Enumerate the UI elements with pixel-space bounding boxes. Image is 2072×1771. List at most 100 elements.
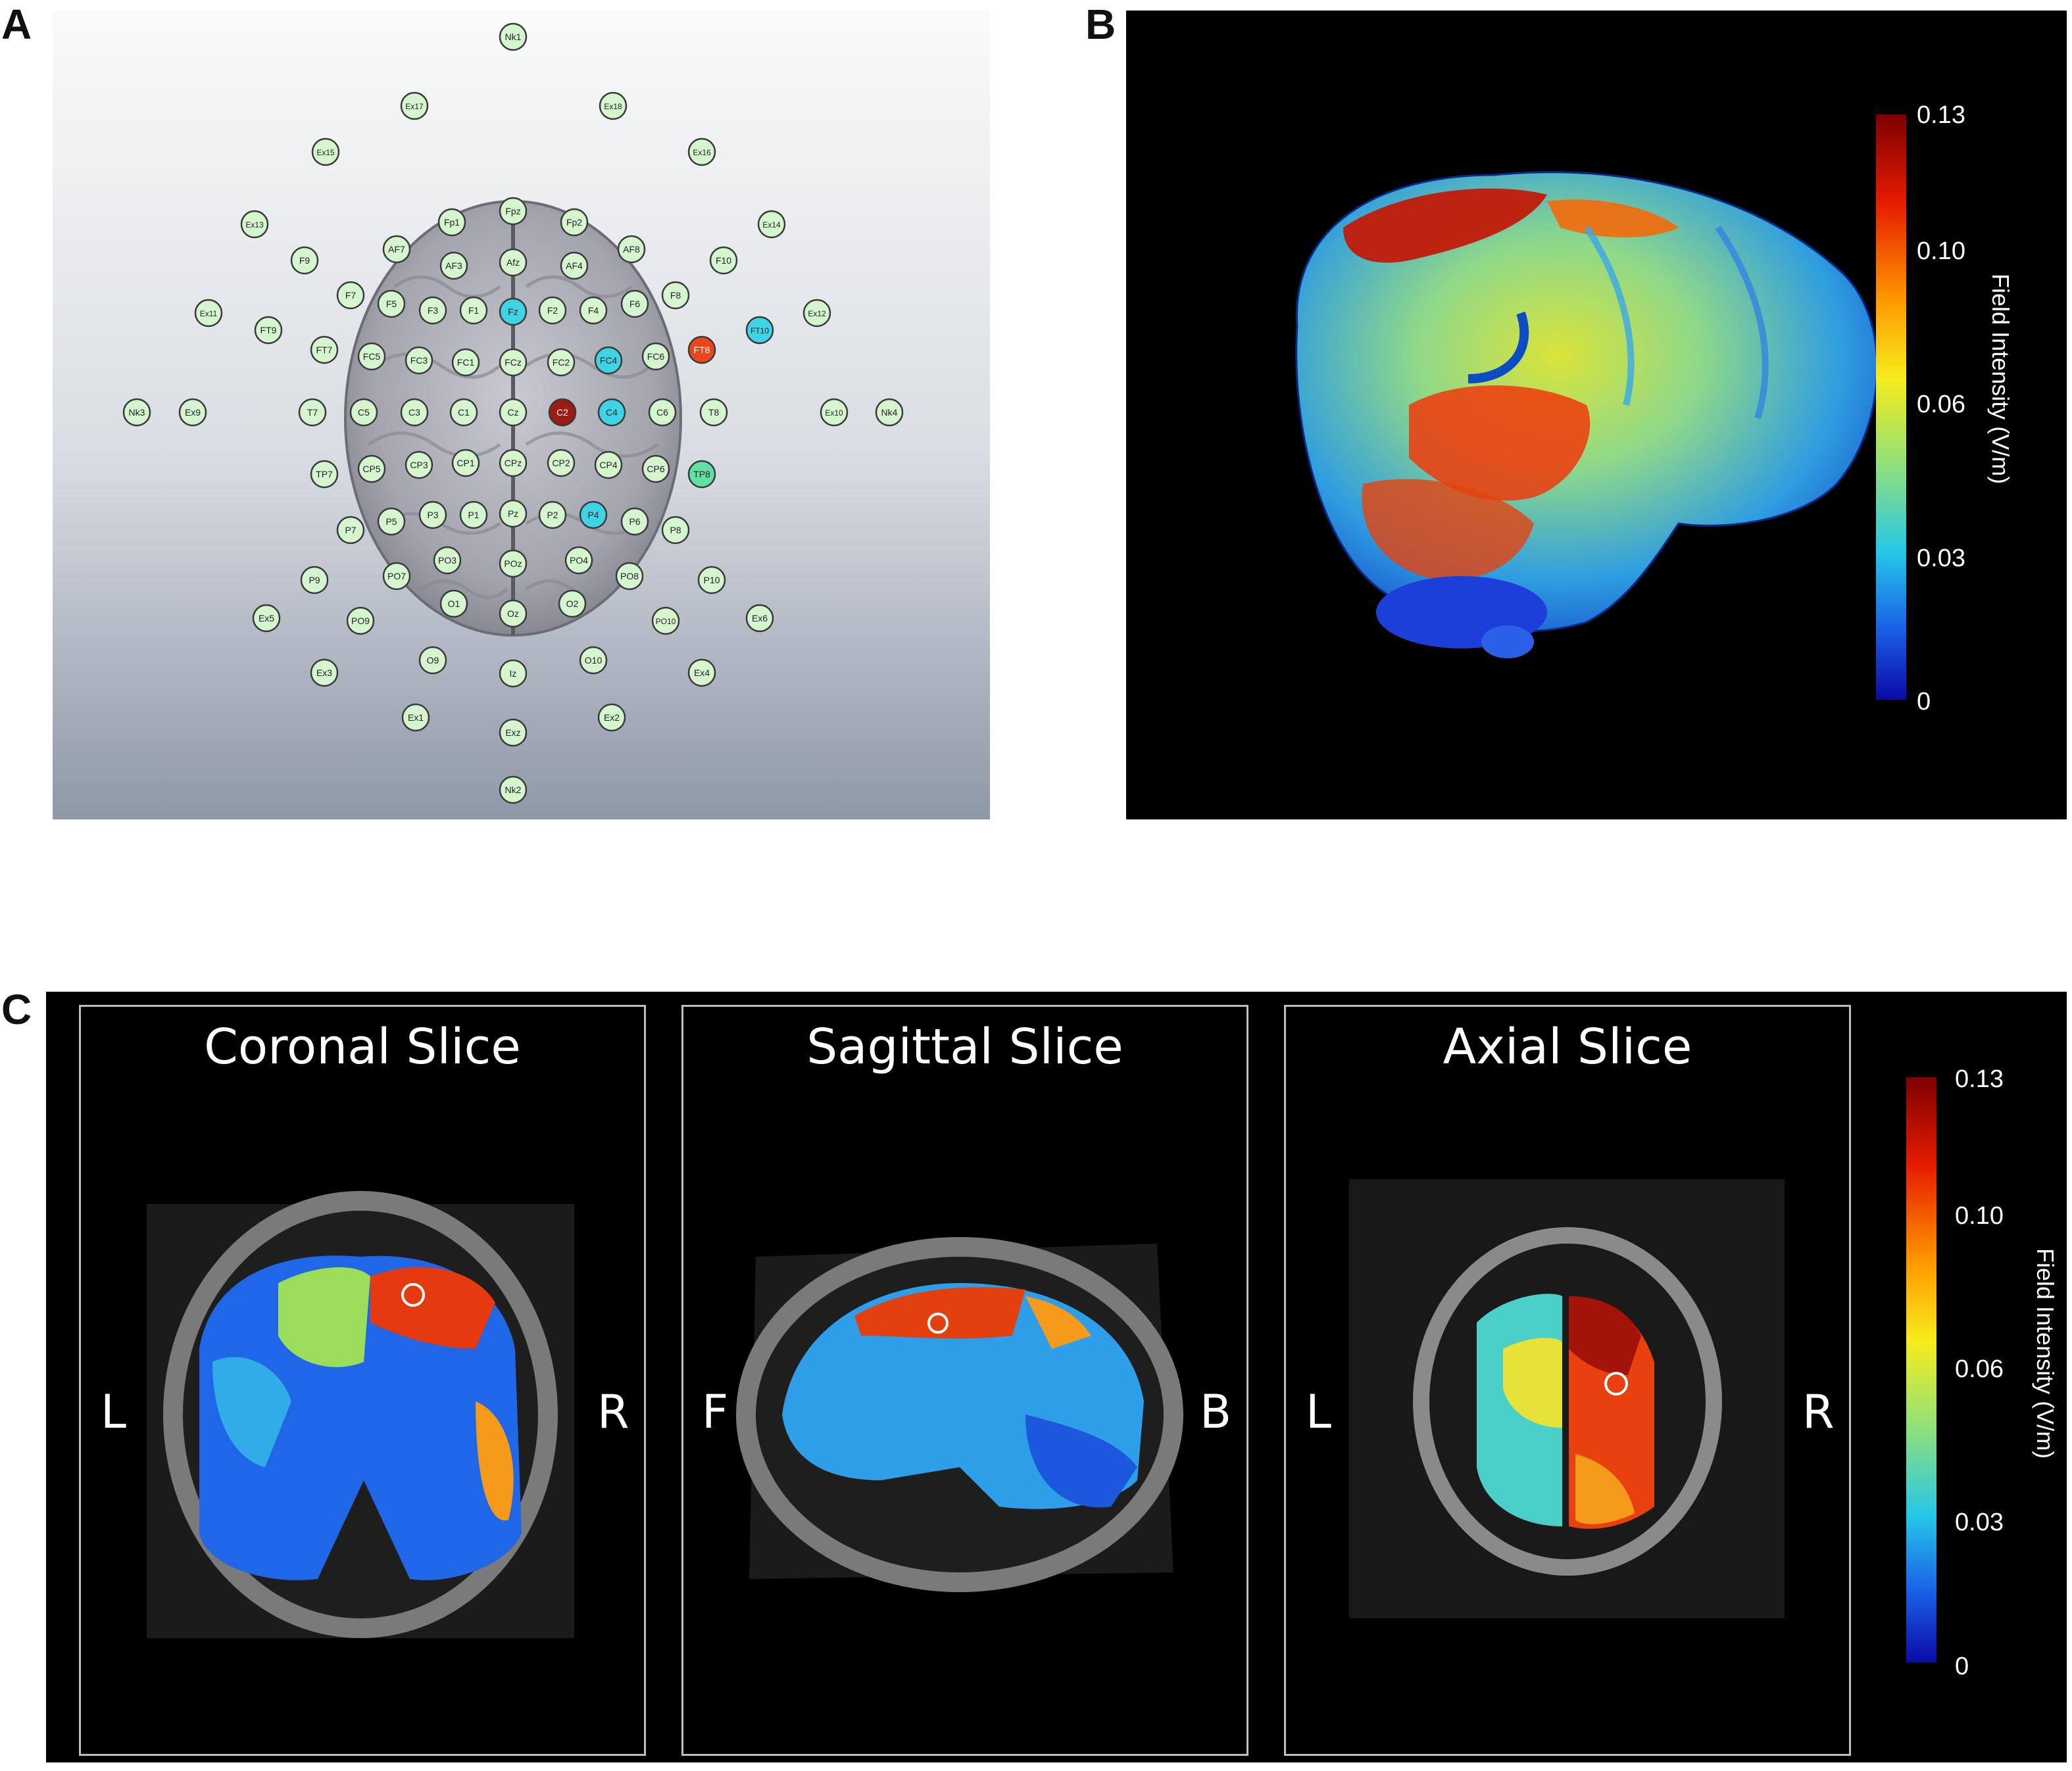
electrode-label: F9 (299, 255, 310, 266)
electrode-label: C1 (458, 407, 470, 418)
electrode-ex13: Ex13 (240, 210, 269, 239)
electrode-label: T8 (708, 407, 720, 418)
electrode-f3: F3 (418, 296, 447, 325)
electrode-p3: P3 (418, 500, 447, 529)
field-map-3d-panel: 0.13 0.10 0.06 0.03 0 Field Intensity (V… (1126, 11, 2067, 819)
electrode-label: Nk1 (505, 32, 522, 42)
electrode-af3: AF3 (439, 251, 468, 280)
electrode-nk4: Nk4 (875, 398, 904, 427)
electrode-ex16: Ex16 (687, 137, 716, 166)
mri-slices-panel: Coronal Slice L R Sagittal Slice F B (46, 992, 2067, 1762)
electrode-label: FT9 (260, 325, 277, 335)
electrode-cp6: CP6 (641, 454, 670, 483)
electrode-cp3: CP3 (405, 450, 433, 479)
electrode-p2: P2 (538, 500, 567, 529)
electrode-label: CP6 (647, 464, 664, 474)
electrode-cp2: CP2 (547, 449, 576, 477)
electrode-fc6: FC6 (641, 342, 670, 371)
electrode-p1: P1 (459, 500, 488, 529)
electrode-p4: P4 (579, 500, 608, 529)
electrode-label: Exz (505, 727, 520, 738)
electrode-label: C6 (656, 407, 668, 418)
electrode-ex9: Ex9 (178, 398, 207, 427)
electrode-label: P9 (308, 575, 320, 585)
electrode-ft8: FT8 (687, 335, 716, 364)
electrode-po7: PO7 (382, 562, 411, 591)
electrode-label: P8 (670, 525, 681, 535)
electrode-label: O9 (427, 655, 439, 666)
panel-b-letter: B (1085, 1, 1116, 48)
electrode-fc5: FC5 (357, 342, 386, 371)
electrode-label: FC3 (410, 355, 428, 366)
electrode-label: FCz (505, 357, 522, 368)
electrode-label: CP5 (362, 464, 380, 474)
electrode-oz: Oz (499, 599, 528, 628)
electrode-cp4: CP4 (594, 450, 623, 479)
electrode-label: F5 (386, 299, 397, 309)
electrode-label: Ex3 (316, 667, 332, 678)
electrode-label: P1 (468, 510, 479, 520)
electrode-ex17: Ex17 (400, 91, 429, 120)
electrode-ex5: Ex5 (252, 604, 281, 633)
electrode-label: TP8 (693, 469, 710, 479)
electrode-label: PO10 (656, 617, 676, 626)
electrode-iz: Iz (499, 659, 528, 688)
electrode-label: F3 (428, 305, 439, 316)
electrode-label: Ex12 (808, 309, 826, 318)
electrode-fp1: Fp1 (437, 208, 466, 237)
electrode-label: TP7 (316, 469, 333, 479)
electrode-label: Nk4 (881, 407, 898, 418)
electrode-label: Ex13 (245, 220, 264, 230)
electrode-label: T7 (307, 407, 318, 418)
electrode-label: Ex16 (693, 148, 711, 157)
electrode-f5: F5 (377, 289, 406, 318)
electrode-fp2: Fp2 (560, 208, 589, 237)
colorbar-b-tick-0: 0 (1917, 688, 1931, 716)
electrode-ex3: Ex3 (310, 658, 339, 687)
electrode-label: Nk3 (129, 407, 145, 418)
electrode-fc4: FC4 (594, 346, 623, 375)
electrode-label: Ex9 (185, 407, 201, 418)
electrode-c5: C5 (349, 398, 378, 427)
electrode-ft7: FT7 (310, 335, 339, 364)
electrode-label: CP2 (552, 458, 570, 468)
axial-left-label: L (1306, 1385, 1331, 1439)
electrode-afz: Afz (499, 248, 528, 277)
electrode-p9: P9 (300, 566, 329, 594)
electrode-label: FC1 (457, 357, 475, 368)
colorbar-c-title: Field Intensity (V/m) (2032, 1248, 2059, 1459)
electrode-c2: C2 (548, 398, 577, 427)
coronal-right-label: R (597, 1385, 629, 1439)
electrode-p8: P8 (661, 516, 690, 545)
colorbar-b-tick-0.06: 0.06 (1917, 391, 1965, 418)
electrode-ft9: FT9 (254, 316, 283, 345)
electrode-label: Fpz (505, 206, 520, 216)
electrode-c3: C3 (400, 398, 429, 427)
coronal-slice-image (147, 1191, 574, 1638)
electrode-label: C5 (358, 407, 370, 418)
electrode-label: PO3 (438, 555, 456, 566)
electrode-label: FT10 (751, 326, 769, 335)
electrode-label: O2 (566, 598, 579, 609)
electrode-f10: F10 (709, 246, 738, 275)
electrode-po3: PO3 (433, 546, 462, 575)
electrode-ex12: Ex12 (802, 299, 831, 328)
electrode-label: Ex6 (752, 613, 768, 623)
coronal-left-label: L (101, 1385, 126, 1439)
axial-slice-title: Axial Slice (1443, 1019, 1692, 1075)
electrode-label: Cz (507, 407, 518, 418)
electrode-exz: Exz (499, 718, 528, 747)
electrode-label: Fz (508, 306, 518, 317)
colorbar-c-tick-0.03: 0.03 (1955, 1509, 2004, 1536)
electrode-po9: PO9 (346, 606, 375, 635)
electrode-ex18: Ex18 (599, 91, 628, 120)
colorbar-b-tick-0.03: 0.03 (1917, 545, 1965, 572)
electrode-p6: P6 (620, 507, 649, 536)
sagittal-slice-title: Sagittal Slice (806, 1019, 1123, 1075)
electrode-nk3: Nk3 (122, 398, 151, 427)
electrode-label: PO7 (387, 571, 406, 581)
electrode-po10: PO10 (651, 606, 680, 635)
electrode-ex11: Ex11 (194, 299, 223, 328)
electrode-label: POz (504, 558, 522, 569)
electrode-label: Ex10 (825, 408, 843, 418)
